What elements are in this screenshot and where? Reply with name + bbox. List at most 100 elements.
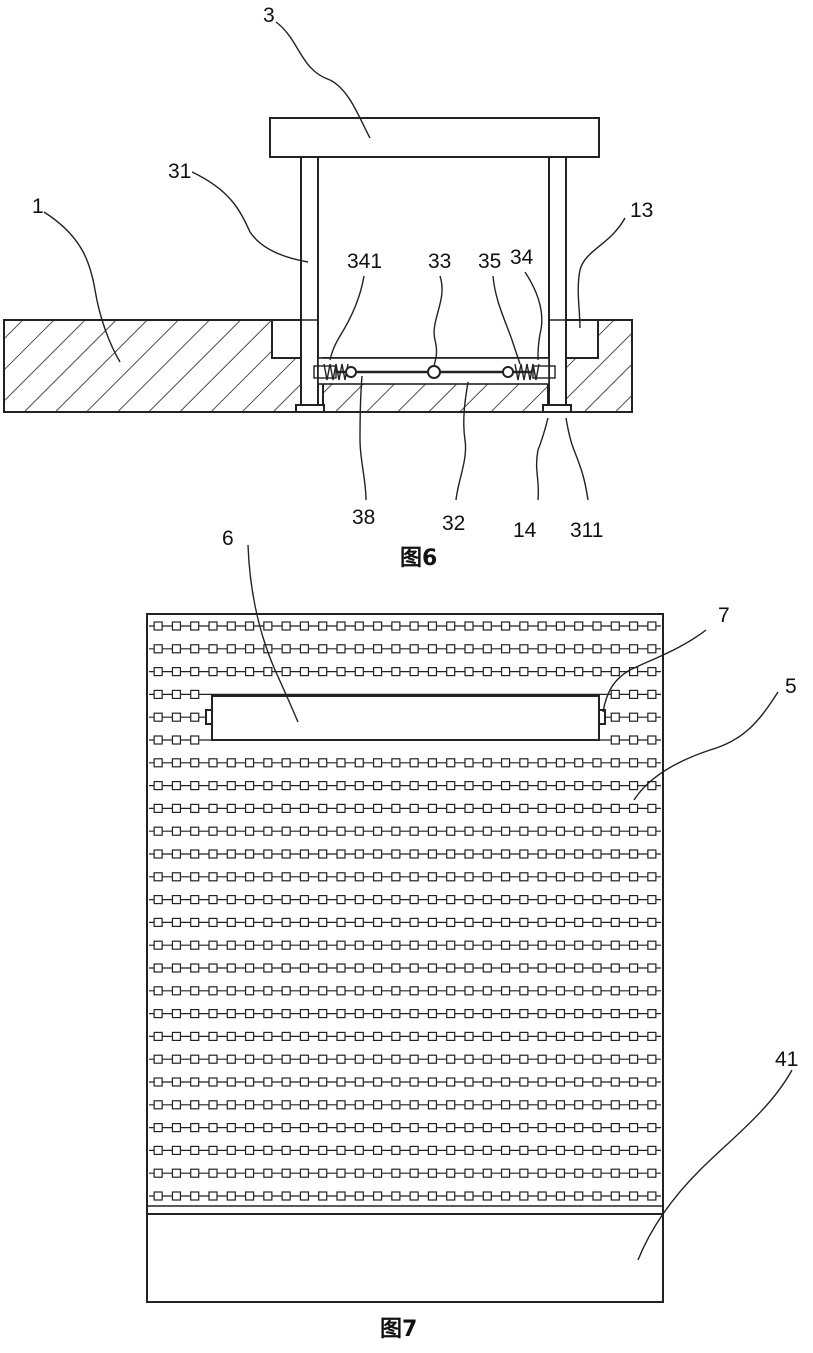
grid-square: [355, 782, 363, 790]
grid-square: [630, 827, 638, 835]
grid-square: [355, 668, 363, 676]
grid-square: [227, 1032, 235, 1040]
grid-square: [611, 873, 619, 881]
grid-square: [374, 668, 382, 676]
grid-square: [611, 736, 619, 744]
grid-square: [172, 1078, 180, 1086]
grid-square: [172, 1055, 180, 1063]
label-38: 38: [352, 506, 375, 529]
grid-square: [502, 873, 510, 881]
grid-square: [337, 827, 345, 835]
grid-square: [428, 1032, 436, 1040]
grid-square: [227, 987, 235, 995]
grid-square: [392, 1192, 400, 1200]
grid-square: [300, 1010, 308, 1018]
grid-square: [374, 873, 382, 881]
grid-square: [538, 622, 546, 630]
grid-square: [611, 645, 619, 653]
grid-square: [447, 1032, 455, 1040]
grid-square: [593, 759, 601, 767]
grid-square: [593, 941, 601, 949]
grid-square: [648, 1146, 656, 1154]
grid-square: [154, 713, 162, 721]
grid-square: [538, 1192, 546, 1200]
grid-square: [355, 1078, 363, 1086]
grid-square: [154, 690, 162, 698]
grid-square: [392, 850, 400, 858]
grid-square: [172, 668, 180, 676]
grid-square: [447, 1010, 455, 1018]
grid-square: [319, 918, 327, 926]
grid-square: [227, 1078, 235, 1086]
grid-square: [209, 987, 217, 995]
grid-square: [355, 918, 363, 926]
grid-square: [282, 918, 290, 926]
grid-square: [337, 964, 345, 972]
grid-square: [502, 782, 510, 790]
grid-square: [447, 804, 455, 812]
grid-square: [300, 1146, 308, 1154]
grid-square: [520, 804, 528, 812]
grid-square: [538, 1169, 546, 1177]
grid-square: [502, 1101, 510, 1109]
grid-square: [227, 1101, 235, 1109]
grid-square: [630, 782, 638, 790]
grid-square: [502, 1055, 510, 1063]
grid-square: [520, 1169, 528, 1177]
grid-square: [593, 645, 601, 653]
grid-square: [337, 1032, 345, 1040]
grid-square: [282, 759, 290, 767]
grid-square: [483, 804, 491, 812]
grid-square: [300, 941, 308, 949]
figure-6: 3 31 1 13 341 33 35 34 38 32 14 311 图6: [4, 4, 653, 571]
grid-square: [337, 622, 345, 630]
grid-square: [227, 964, 235, 972]
grid-square: [465, 1078, 473, 1086]
grid-square: [630, 873, 638, 881]
grid-square: [648, 1124, 656, 1132]
grid-square: [300, 782, 308, 790]
grid-square: [556, 1010, 564, 1018]
grid-square: [611, 782, 619, 790]
grid-square: [300, 873, 308, 881]
grid-square: [648, 1078, 656, 1086]
grid-square: [556, 1124, 564, 1132]
grid-square: [538, 668, 546, 676]
grid-square: [630, 645, 638, 653]
grid-square: [575, 1192, 583, 1200]
grid-square: [282, 987, 290, 995]
grid-square: [410, 1010, 418, 1018]
grid-square: [319, 850, 327, 858]
grid-square: [648, 759, 656, 767]
grid-square: [465, 827, 473, 835]
grid-square: [355, 1055, 363, 1063]
grid-square: [483, 1169, 491, 1177]
grid-square: [502, 759, 510, 767]
grid-square: [337, 1078, 345, 1086]
grid-square: [282, 1078, 290, 1086]
grid-square: [593, 873, 601, 881]
grid-square: [300, 918, 308, 926]
grid-square: [410, 1078, 418, 1086]
grid-square: [428, 804, 436, 812]
label-41: 41: [775, 1048, 798, 1071]
grid-square: [319, 941, 327, 949]
grid-square: [428, 1192, 436, 1200]
grid-square: [227, 918, 235, 926]
grid-square: [483, 668, 491, 676]
grid-square: [337, 1124, 345, 1132]
grid-square: [191, 1032, 199, 1040]
grid-square: [410, 1192, 418, 1200]
grid-square: [648, 964, 656, 972]
grid-square: [154, 987, 162, 995]
grid-square: [556, 896, 564, 904]
grid-square: [337, 759, 345, 767]
grid-square: [191, 1055, 199, 1063]
grid-square: [246, 782, 254, 790]
grid-square: [209, 1101, 217, 1109]
grid-square: [502, 1078, 510, 1086]
grid-square: [227, 759, 235, 767]
grid-square: [319, 827, 327, 835]
grid-square: [556, 1101, 564, 1109]
grid-square: [465, 918, 473, 926]
